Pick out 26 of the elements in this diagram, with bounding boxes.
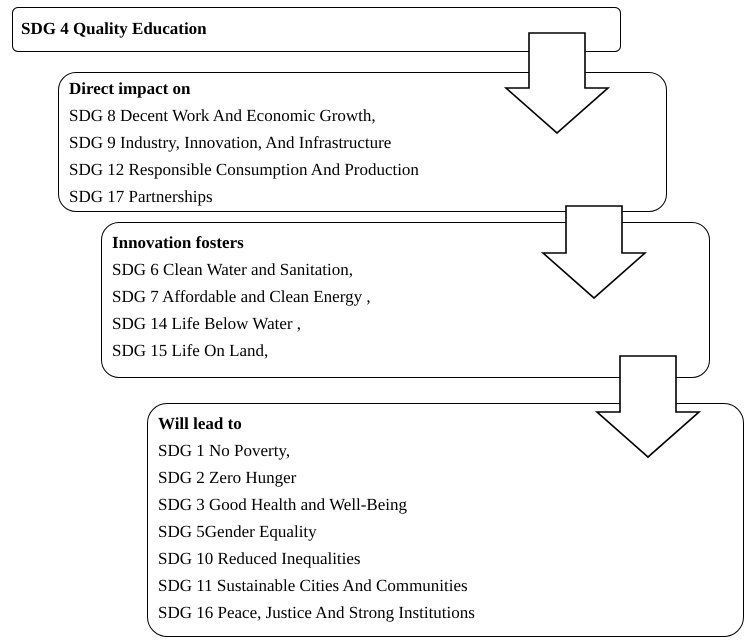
list-item: SDG 10 Reduced Inequalities <box>158 548 361 570</box>
list-item: SDG 1 No Poverty, <box>158 440 290 462</box>
list-item: SDG 12 Responsible Consumption And Production <box>69 159 419 181</box>
block-arrow <box>594 355 702 458</box>
list-item: SDG 5Gender Equality <box>158 521 317 543</box>
list-item: SDG 2 Zero Hunger <box>158 467 296 489</box>
box-heading: SDG 4 Quality Education <box>21 18 207 40</box>
list-item: SDG 9 Industry, Innovation, And Infrastructure <box>69 132 392 154</box>
process-box <box>101 222 710 378</box>
box-heading: Innovation fosters <box>112 232 244 254</box>
box-heading: Will lead to <box>158 413 242 435</box>
process-box <box>58 72 667 212</box>
block-arrow <box>540 205 648 300</box>
list-item: SDG 16 Peace, Justice And Strong Institutions <box>158 602 475 624</box>
list-item: SDG 8 Decent Work And Economic Growth, <box>69 105 376 127</box>
list-item: SDG 11 Sustainable Cities And Communities <box>158 575 468 597</box>
list-item: SDG 17 Partnerships <box>69 186 213 208</box>
list-item: SDG 14 Life Below Water , <box>112 313 302 335</box>
list-item: SDG 15 Life On Land, <box>112 340 268 362</box>
process-box <box>147 403 744 637</box>
list-item: SDG 3 Good Health and Well-Being <box>158 494 408 516</box>
box-heading: Direct impact on <box>69 78 190 100</box>
list-item: SDG 6 Clean Water and Sanitation, <box>112 259 353 281</box>
list-item: SDG 7 Affordable and Clean Energy , <box>112 286 371 308</box>
block-arrow <box>504 32 610 134</box>
process-box <box>12 7 621 52</box>
